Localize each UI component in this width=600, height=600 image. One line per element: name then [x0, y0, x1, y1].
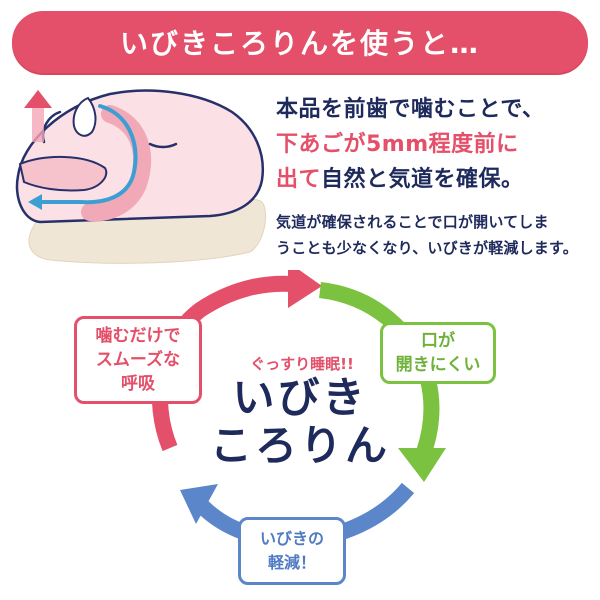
cycle-box-snoring: いびきの 軽減！ — [238, 517, 346, 585]
cycle-box-breathing: 噛むだけで スムーズな 呼吸 — [74, 316, 202, 404]
note-text: 気道が確保されることで口が開いてしま うことも少なくなり、いびきが軽減します。 — [276, 209, 598, 261]
lead-line-3-red: 出て — [276, 167, 322, 192]
box-left-line-1: 噛むだけで — [95, 326, 181, 346]
box-right-line-1: 口が — [420, 331, 455, 351]
banner-title: いびきころりんを使うと… — [119, 27, 480, 60]
center-line-1: いびき — [232, 373, 368, 422]
box-bottom-line-1: いびきの — [259, 529, 324, 548]
lead-line-3-rest: 自然と気道を確保。 — [321, 167, 524, 192]
lead-text: 本品を前歯で噛むことで、 下あごが5mm程度前に 出て自然と気道を確保。 — [276, 92, 598, 197]
box-right-line-2: 開きにくい — [395, 355, 481, 375]
note-line-2: うことも少なくなり、いびきが軽減します。 — [276, 239, 578, 257]
note-line-1: 気道が確保されることで口が開いてしま — [276, 213, 549, 231]
center-product-name: いびき ころりん — [200, 374, 400, 470]
up-arrow-icon — [24, 90, 52, 142]
cycle-box-mouth: 口が 開きにくい — [380, 322, 496, 384]
title-banner: いびきころりんを使うと… — [12, 11, 588, 73]
sleeping-face-illustration — [15, 89, 266, 264]
center-subtitle: ぐっすり睡眠!! — [250, 355, 354, 373]
center-line-2: ころりん — [209, 421, 390, 470]
lead-line-1: 本品を前歯で噛むことで、 — [276, 97, 545, 122]
red-arrow-icon — [152, 275, 293, 452]
description-block: 本品を前歯で噛むことで、 下あごが5mm程度前に 出て自然と気道を確保。 気道が… — [276, 92, 598, 261]
box-left-line-2: スムーズな — [95, 350, 181, 370]
box-left-line-3: 呼吸 — [121, 374, 155, 394]
box-bottom-line-2: 軽減！ — [267, 553, 316, 572]
airway-arrow-icon — [40, 104, 138, 205]
lead-line-2: 下あごが5mm程度前に — [276, 132, 519, 157]
